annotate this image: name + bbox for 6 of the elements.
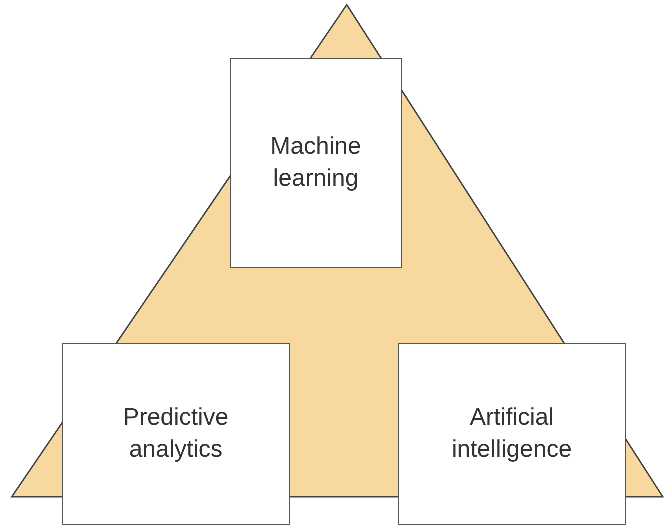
concept-box — [398, 343, 626, 525]
concept-box — [62, 343, 290, 525]
concept-box — [230, 58, 402, 268]
concept-label: Predictive analytics — [122, 403, 230, 465]
concept-label: Artificial intelligence — [450, 403, 574, 465]
concept-label: Machine learning — [270, 132, 362, 194]
